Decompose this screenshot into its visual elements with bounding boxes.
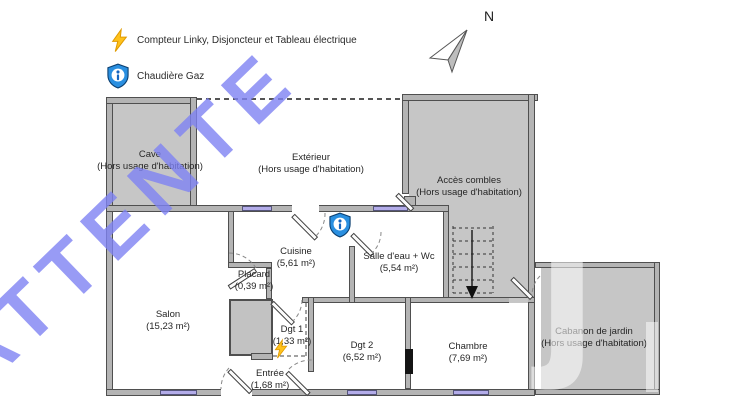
room-name: Dgt 1 (280, 324, 304, 335)
room-name: Salon (155, 309, 181, 320)
room-name: Accès combles (437, 175, 501, 186)
wall (443, 211, 449, 298)
room-area: (6,52 m²) (342, 352, 382, 363)
room-label-cave: Cave (Hors usage d'habitation) (97, 149, 203, 173)
compass-north-label: N (484, 8, 495, 24)
room-area: (1,68 m²) (250, 380, 290, 391)
compass-needle-icon (425, 18, 485, 85)
room-name: Dgt 2 (350, 340, 374, 351)
room-name: Extérieur (291, 152, 331, 163)
room-name: Chambre (448, 341, 488, 352)
gas-boiler-icon (329, 212, 351, 243)
wall (535, 389, 660, 395)
room-note: (Hors usage d'habitation) (416, 187, 522, 198)
room-area: (1,33 m²) (272, 336, 312, 347)
wall (106, 389, 535, 396)
door-leaf (291, 213, 319, 241)
room-area: (5,61 m²) (276, 258, 316, 269)
room-name: Entrée (255, 368, 284, 379)
door-opening (292, 204, 319, 213)
room-area: (5,54 m²) (379, 263, 419, 274)
room-name: Cuisine (280, 246, 312, 257)
window (453, 390, 489, 395)
legend-item-compteur: Compteur Linky, Disjoncteur et Tableau é… (137, 35, 357, 46)
room-label-cabanon: Cabanon de jardin (Hors usage d'habitati… (541, 326, 647, 350)
wall (228, 211, 234, 268)
lightning-icon (111, 27, 128, 58)
room-label-salle-eau: Salle d'eau + Wc (5,54 m²) (363, 251, 434, 275)
room-area: (7,69 m²) (448, 353, 488, 364)
window (373, 206, 408, 211)
window (242, 206, 272, 211)
window (160, 390, 197, 395)
wall (654, 262, 660, 395)
door-opening (221, 389, 252, 396)
wall (106, 97, 197, 104)
legend-item-chaudiere: Chaudière Gaz (137, 71, 205, 82)
wall (251, 353, 273, 360)
room-name: Cave (138, 149, 162, 160)
room-label-dgt1: Dgt 1 (1,33 m²) (273, 324, 312, 348)
wall (535, 262, 660, 268)
room-label-entree: Entrée (1,68 m²) (251, 368, 290, 392)
room-name: Salle d'eau + Wc (363, 251, 435, 262)
room-label-salon: Salon (15,23 m²) (146, 309, 190, 333)
room-label-cuisine: Cuisine (5,61 m²) (277, 246, 316, 270)
door-marker (405, 349, 413, 374)
room-label-placard: Placard (0,39 m²) (235, 269, 274, 293)
wall (405, 297, 411, 389)
wall (106, 97, 113, 396)
room-label-chambre: Chambre (7,69 m²) (448, 341, 487, 365)
room-area: (0,39 m²) (234, 281, 274, 292)
placard-closet-box (229, 299, 273, 356)
wall (106, 205, 449, 212)
room-fill-cabanon (541, 268, 654, 389)
wall (266, 268, 272, 299)
door-opening (509, 298, 528, 303)
room-note: (Hors usage d'habitation) (258, 164, 364, 175)
room-note: (Hors usage d'habitation) (97, 161, 203, 172)
door-leaf (270, 300, 295, 326)
lightning-icon (274, 338, 288, 365)
gas-boiler-icon (107, 63, 129, 94)
wall (302, 297, 535, 303)
room-fill-acces-combles-upper (409, 101, 528, 211)
room-name: Placard (237, 269, 271, 280)
room-label-acces-combles: Accès combles (Hors usage d'habitation) (416, 175, 522, 199)
room-name: Cabanon de jardin (555, 326, 633, 337)
wall (402, 94, 538, 101)
room-label-dgt2: Dgt 2 (6,52 m²) (343, 340, 382, 364)
window (347, 390, 377, 395)
wall (402, 94, 409, 194)
wall (308, 297, 314, 372)
room-note: (Hors usage d'habitation) (541, 338, 647, 349)
room-fill-cave (113, 104, 190, 205)
wall (528, 94, 535, 396)
room-label-exterieur: Extérieur (Hors usage d'habitation) (258, 152, 364, 176)
room-area: (15,23 m²) (146, 321, 190, 332)
wall (349, 246, 355, 303)
